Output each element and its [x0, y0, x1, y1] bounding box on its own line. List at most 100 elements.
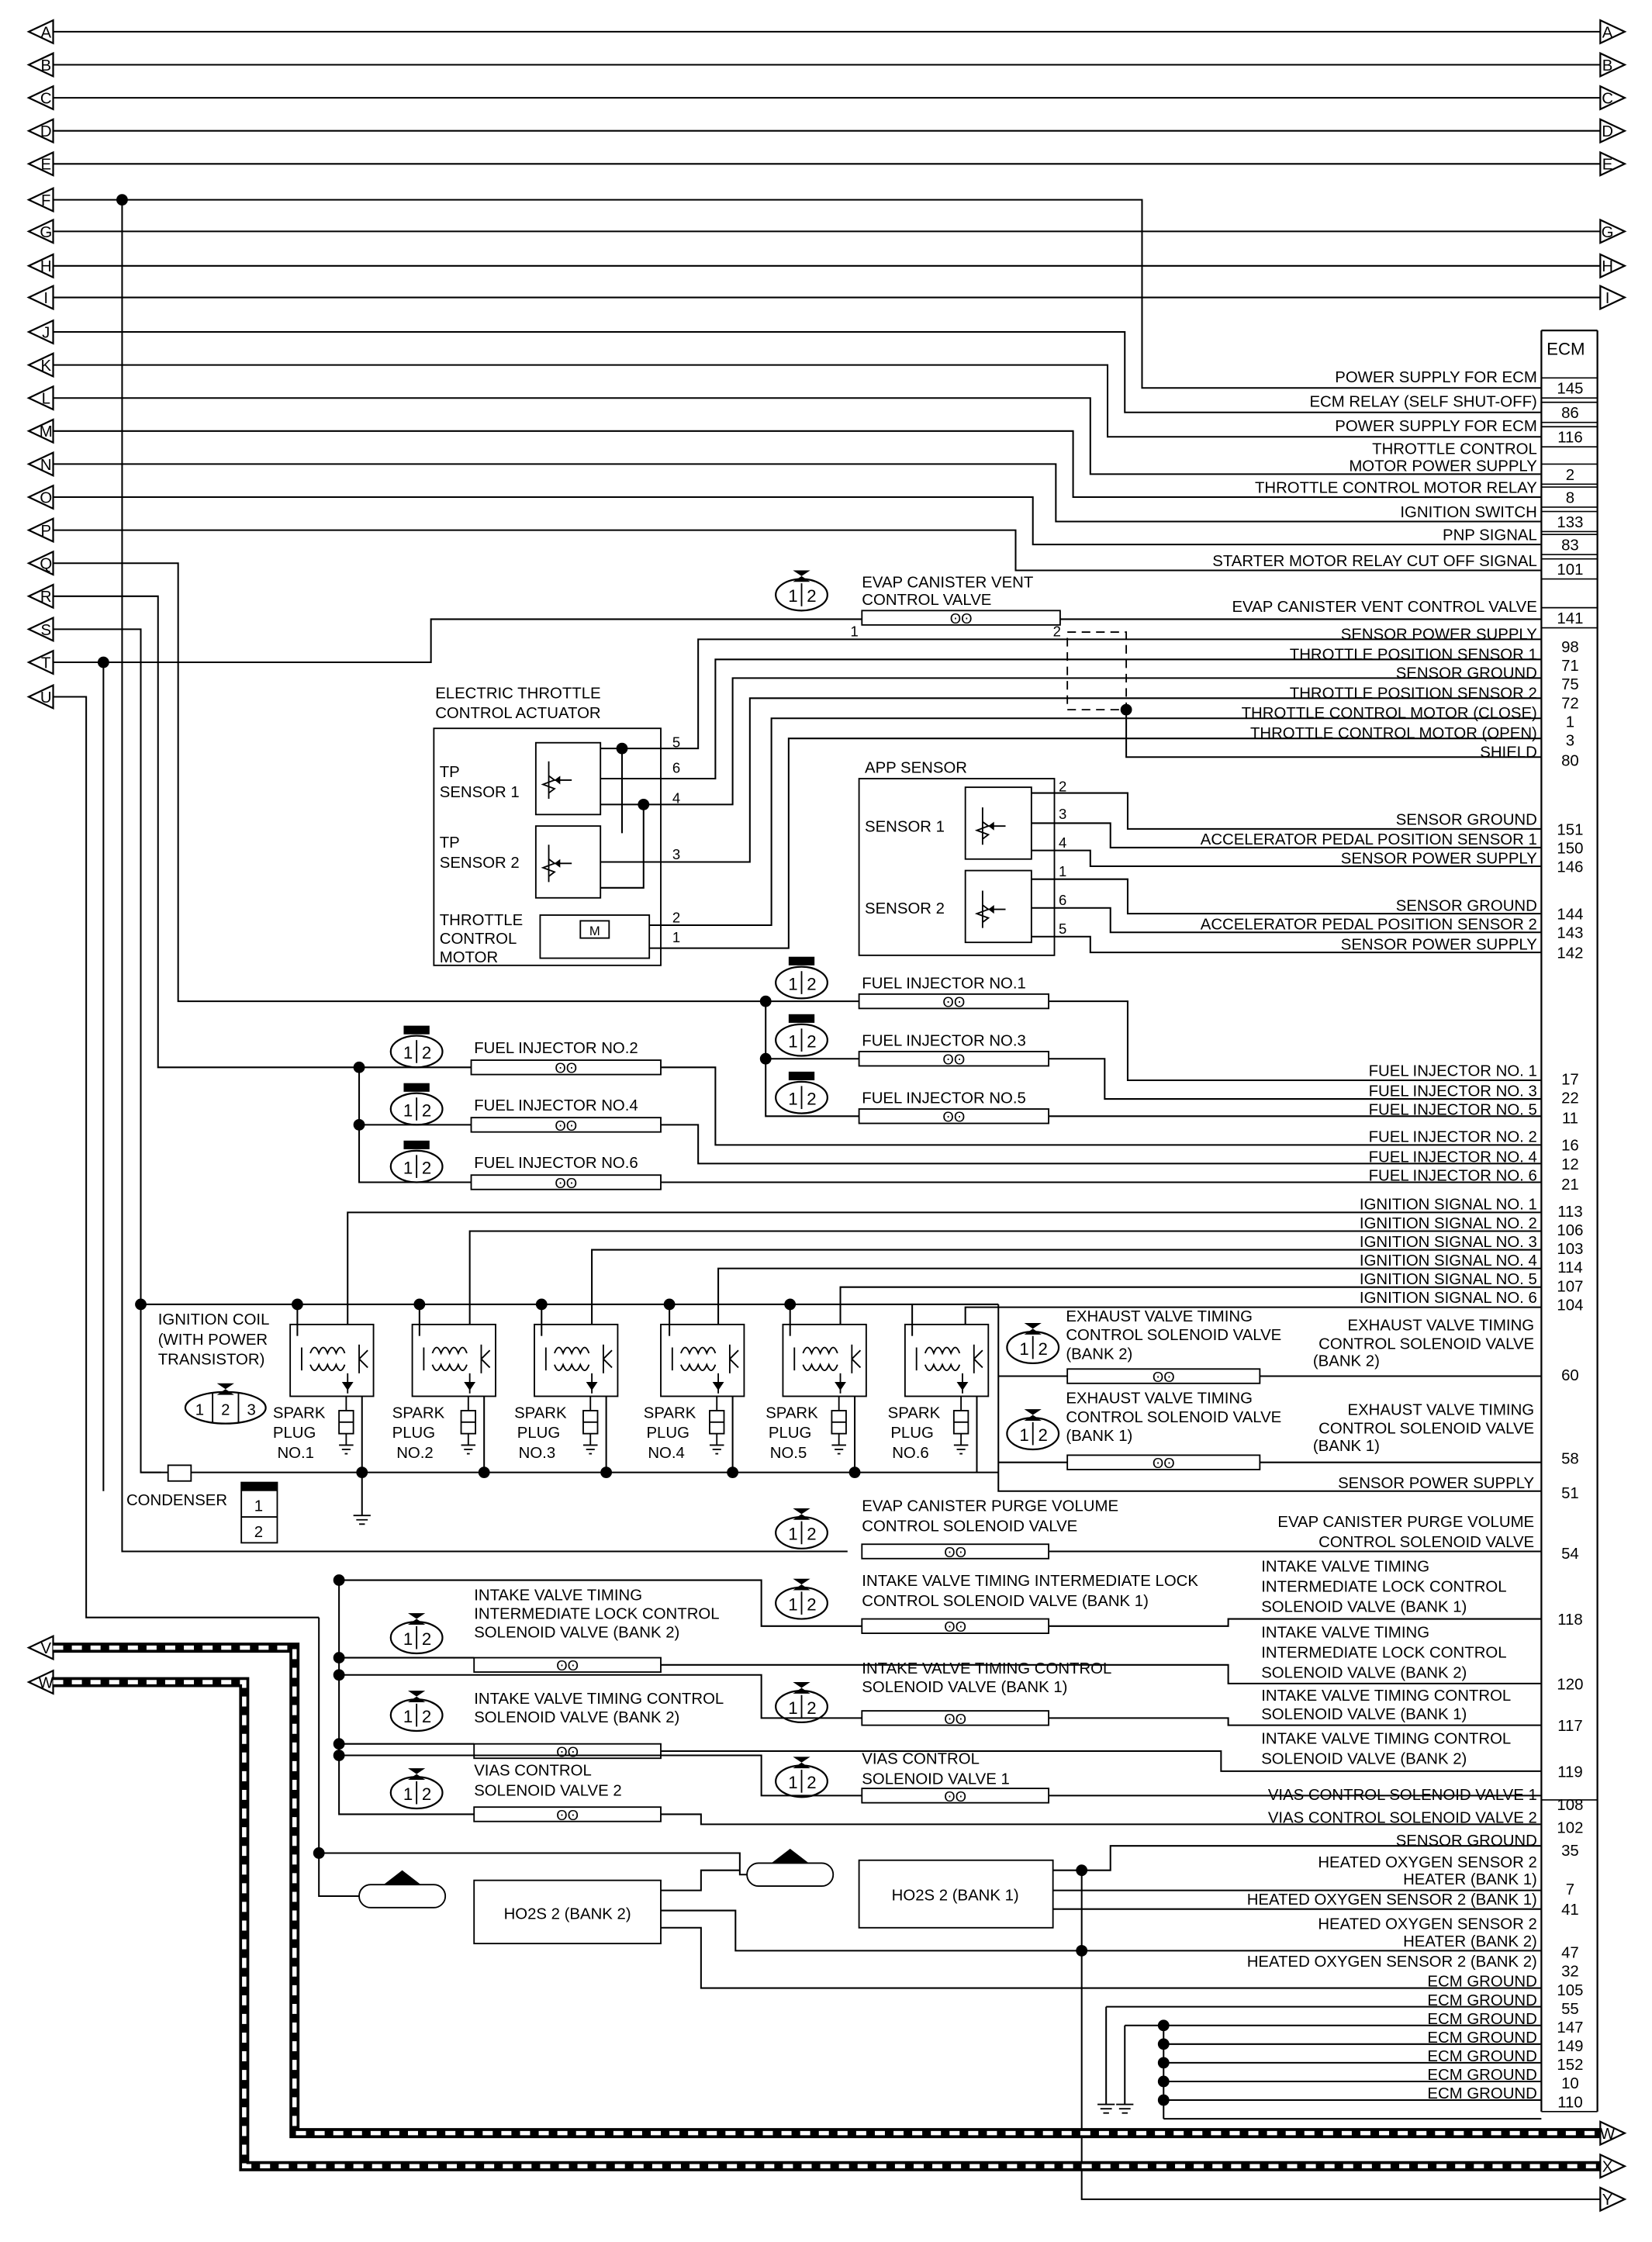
ecm-terminal-pin: 3: [1566, 732, 1574, 749]
ignition-coils: IGNITION COIL (WITH POWER TRANSISTOR) 1 …: [126, 1311, 990, 1544]
ecm-terminal-label: POWER SUPPLY FOR ECM: [1335, 418, 1537, 435]
spark-plug-label: PLUG: [392, 1425, 435, 1442]
spark-plug-label: NO.4: [648, 1445, 685, 1462]
junction-dot: [135, 1298, 147, 1311]
ecm-terminal-label: PNP SIGNAL: [1443, 527, 1537, 544]
junction-dot: [1157, 2019, 1170, 2032]
junction-dot: [333, 1669, 345, 1681]
right-conn-label: E: [1602, 157, 1613, 174]
junction-dot: [356, 1466, 368, 1479]
ecm-terminal-label: ECM GROUND: [1427, 2067, 1536, 2084]
ecm-terminal-label: EVAP CANISTER VENT CONTROL VALVE: [1232, 599, 1536, 616]
ecm-terminal-pin: 16: [1561, 1138, 1579, 1155]
exhaust-valve-solenoids: ʘʘ ʘʘ EXHAUST VALVE TIMING CONTROL SOLEN…: [1006, 1308, 1281, 1471]
ecm-terminal-pin: 80: [1561, 752, 1579, 769]
svg-text:ʘʘ: ʘʘ: [944, 1788, 966, 1805]
pin-label: 1: [1059, 863, 1066, 879]
ecm-terminal-pin: 119: [1557, 1764, 1582, 1781]
ecm-terminal-pin: 106: [1557, 1222, 1583, 1239]
ecm-pin-boxes: [1541, 377, 1598, 2112]
pin-label: 6: [1059, 892, 1066, 908]
ecm-terminal-pin: 104: [1557, 1297, 1583, 1314]
ecm-terminal-pin: 54: [1561, 1546, 1579, 1563]
ecm-terminal-pin: 58: [1561, 1451, 1579, 1468]
ecm-terminal-label: FUEL INJECTOR NO. 3: [1369, 1083, 1537, 1100]
injector-1-label: FUEL INJECTOR NO.1: [862, 975, 1026, 992]
ecm-terminal-label: ECM RELAY (SELF SHUT-OFF): [1309, 393, 1536, 410]
ecm-terminal-label: EXHAUST VALVE TIMING: [1348, 1402, 1535, 1419]
ecm-terminal-pin: 60: [1561, 1367, 1579, 1384]
ecm-terminal-label: THROTTLE CONTROL: [1372, 440, 1537, 458]
ecm-terminal-label: STARTER MOTOR RELAY CUT OFF SIGNAL: [1212, 553, 1537, 570]
ecm-terminal-label: SENSOR POWER SUPPLY: [1338, 1475, 1534, 1492]
right-connector-labels: A B C D E G H I W X Y: [1600, 24, 1616, 2209]
svg-text:ʘʘ: ʘʘ: [1153, 1455, 1175, 1471]
ecm-terminal-label: SENSOR GROUND: [1396, 665, 1537, 682]
right-conn-label: G: [1602, 224, 1614, 241]
ecm-terminal-label: IGNITION SIGNAL NO. 5: [1360, 1271, 1537, 1288]
left-conn-label: O: [40, 489, 52, 506]
injector-6-label: FUEL INJECTOR NO.6: [474, 1155, 638, 1172]
ecm-terminal-pin: 8: [1566, 489, 1574, 506]
ecm-terminal-pin: 72: [1561, 695, 1579, 712]
ecm-terminal-pin: 101: [1557, 561, 1583, 579]
junction-dot: [535, 1298, 548, 1311]
junction-dot: [727, 1466, 739, 1479]
spark-plug-label: PLUG: [646, 1425, 689, 1442]
svg-text:1: 1: [254, 1498, 263, 1515]
app-s1-label: SENSOR 1: [865, 819, 945, 836]
left-conn-label: B: [40, 57, 51, 74]
ecm-terminal-label: ECM GROUND: [1427, 2030, 1536, 2047]
ecm-terminal-label: HEATED OXYGEN SENSOR 2: [1318, 1916, 1536, 1933]
ecm-terminal-pin: 120: [1557, 1676, 1583, 1693]
ecm-terminal-pin: 86: [1561, 405, 1579, 422]
ecm-terminal-label: IGNITION SIGNAL NO. 6: [1360, 1290, 1537, 1307]
ivt2-label: SOLENOID VALVE (BANK 2): [474, 1709, 679, 1726]
ecm-terminals: POWER SUPPLY FOR ECM 145 ECM RELAY (SELF…: [1201, 369, 1584, 2111]
ho2s2-label: HO2S 2 (BANK 2): [504, 1906, 631, 1923]
ecm-terminal-label: CONTROL SOLENOID VALVE: [1318, 1421, 1534, 1438]
pin-label: 1: [850, 624, 858, 640]
ecm-terminal-label: HEATER (BANK 1): [1403, 1871, 1537, 1888]
ecm-terminal-label: INTAKE VALVE TIMING CONTROL: [1261, 1731, 1511, 1748]
pin-label: 4: [672, 790, 680, 807]
evt1-label: CONTROL SOLENOID VALVE: [1066, 1409, 1281, 1426]
motor-icon: [579, 920, 610, 939]
ecm-terminal-pin: 98: [1561, 639, 1579, 656]
svg-text:3: 3: [247, 1402, 255, 1419]
ecm-terminal-pin: 41: [1561, 1902, 1579, 1919]
right-conn-label: D: [1602, 123, 1613, 140]
ecm-terminal-label: (BANK 1): [1313, 1438, 1380, 1455]
ecm-terminal-label: ECM GROUND: [1427, 1974, 1536, 1991]
shielded-harness: [53, 1643, 1601, 2171]
left-connector-labels: A B C D E F G H I J K L M N O P Q R S T …: [39, 24, 54, 1691]
evt2-label: CONTROL SOLENOID VALVE: [1066, 1327, 1281, 1344]
ivt-il1-label: INTAKE VALVE TIMING INTERMEDIATE LOCK: [862, 1573, 1198, 1590]
junction-dot: [1157, 2094, 1170, 2106]
ecm-terminal-pin: 116: [1557, 430, 1582, 447]
ecm-terminal-pin: 151: [1557, 821, 1583, 838]
ground-wiring: [1105, 2005, 1542, 2120]
left-conn-label: H: [40, 258, 52, 275]
ecm-terminal-label: EVAP CANISTER PURGE VOLUME: [1277, 1514, 1534, 1531]
app-s2-label: SENSOR 2: [865, 900, 945, 917]
ignition-wiring: [140, 1211, 1542, 1516]
pin-label: 6: [672, 760, 680, 776]
injector-wiring: [358, 1000, 1542, 1183]
app-title: APP SENSOR: [865, 760, 967, 777]
junction-dot: [413, 1298, 426, 1311]
left-conn-label: G: [40, 224, 52, 241]
evap-vent-label: EVAP CANISTER VENT: [862, 575, 1033, 592]
pin-label: 5: [1059, 921, 1066, 937]
ecm-terminal-label: FUEL INJECTOR NO. 5: [1369, 1101, 1537, 1118]
ecm-terminal-label: HEATED OXYGEN SENSOR 2: [1318, 1854, 1536, 1871]
junction-dot: [333, 1750, 345, 1761]
spark-plug-label: PLUG: [769, 1425, 811, 1442]
left-conn-label: C: [40, 91, 52, 108]
vias2-label: SOLENOID VALVE 2: [474, 1782, 621, 1799]
junction-dot: [1076, 1945, 1088, 1957]
right-conn-label: H: [1602, 258, 1613, 275]
ecm-terminal-pin: 22: [1561, 1090, 1579, 1107]
ecm-terminal-label: ECM GROUND: [1427, 2011, 1536, 2028]
